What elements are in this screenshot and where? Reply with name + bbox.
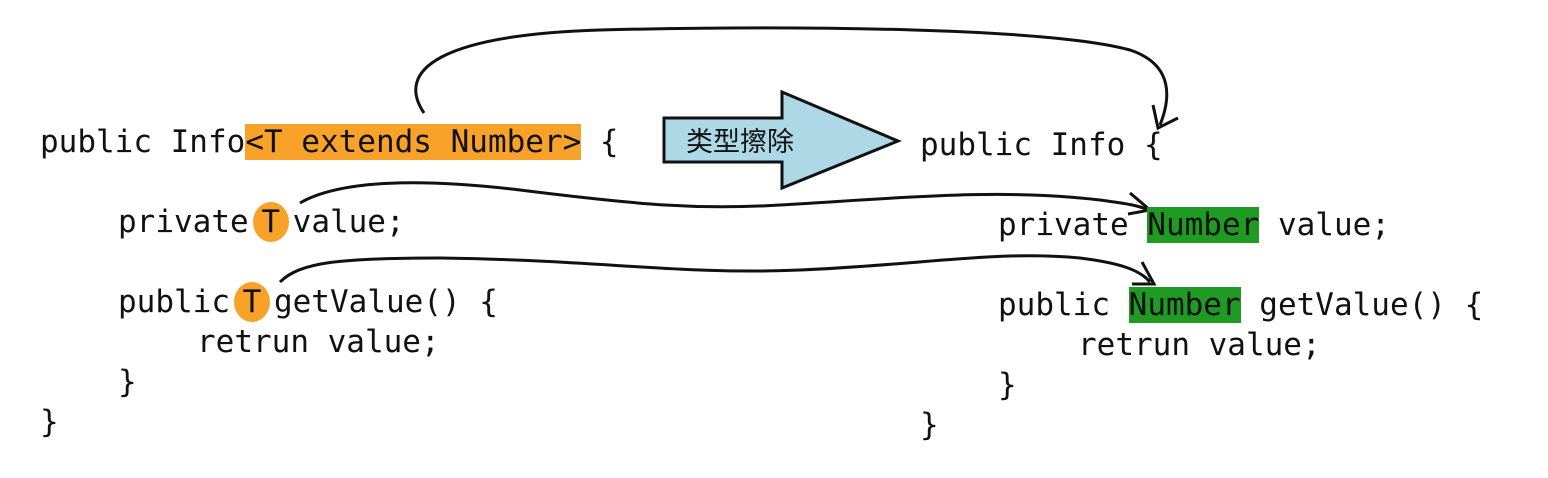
code-text: public — [998, 287, 1129, 323]
code-text: getValue() { — [273, 284, 498, 320]
code-text: public Info — [40, 124, 246, 160]
erased-type-highlight: Number — [1147, 207, 1260, 243]
arrowhead-class — [1151, 104, 1179, 131]
connector-field-type — [299, 181, 1149, 212]
after-class-close: } — [920, 407, 939, 443]
after-method-declaration: public Number getValue() { — [998, 285, 1483, 325]
after-field-declaration: private Number value; — [998, 205, 1390, 245]
before-return-statement: retrun value; — [197, 324, 440, 360]
after-class-declaration: public Info { — [920, 127, 1163, 163]
transform-arrow — [662, 89, 902, 191]
code-text: value; — [292, 204, 405, 240]
generic-parameter-highlight: <T extends Number> — [245, 124, 582, 160]
before-class-declaration: public Info<T extends Number> { — [40, 122, 619, 162]
type-parameter-marker: T — [252, 202, 289, 242]
type-parameter-marker: T — [233, 282, 270, 322]
code-text: { — [581, 124, 619, 160]
after-return-statement: retrun value; — [1078, 327, 1321, 363]
type-erasure-label: 类型擦除 — [686, 127, 794, 158]
code-text: value; — [1259, 207, 1390, 243]
connector-return-type — [278, 254, 1152, 284]
code-text: getValue() { — [1240, 287, 1484, 323]
after-method-close: } — [998, 367, 1017, 403]
code-text: private — [118, 204, 249, 240]
connector-generic-to-class — [414, 26, 1169, 126]
code-text: public — [118, 284, 230, 320]
erased-type-highlight: Number — [1128, 287, 1241, 323]
before-class-close: } — [40, 404, 59, 440]
before-method-close: } — [118, 364, 137, 400]
code-text: private — [998, 207, 1148, 243]
arrowhead-return — [1132, 261, 1157, 286]
